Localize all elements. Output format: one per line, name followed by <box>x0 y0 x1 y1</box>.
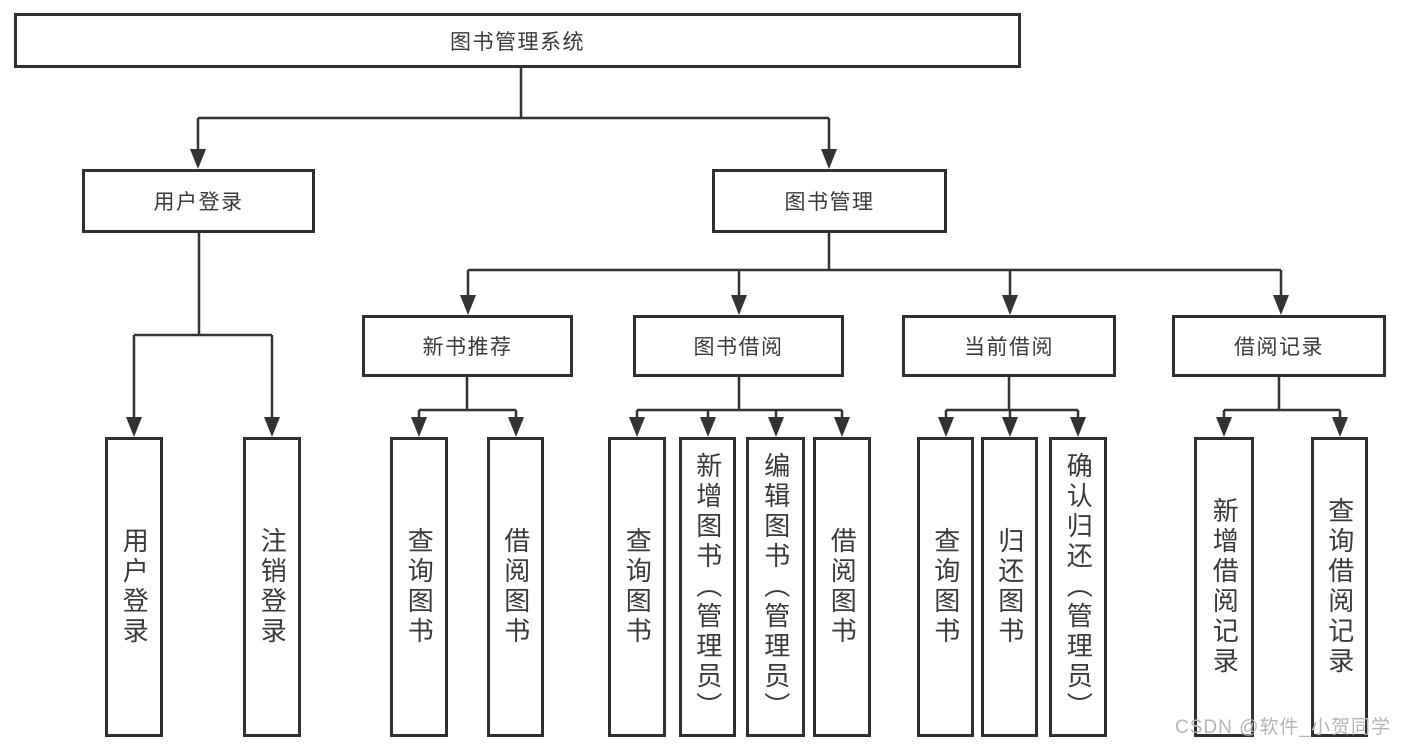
leaf-query-books-current: 查询图书 <box>917 437 974 737</box>
leaf-return-book: 归还图书 <box>981 437 1038 737</box>
connector-borrow-record-children <box>1216 377 1348 437</box>
node-current-borrow: 当前借阅 <box>902 315 1116 377</box>
node-borrow-record: 借阅记录 <box>1172 315 1386 377</box>
connector-root-to-branches <box>190 68 837 169</box>
connector-user-login-children <box>126 233 280 437</box>
connector-new-book-recommend-children <box>411 377 524 437</box>
leaf-query-books-borrow: 查询图书 <box>608 437 666 737</box>
node-new-book-recommend: 新书推荐 <box>362 315 573 377</box>
connector-book-borrow-children <box>629 377 850 437</box>
node-system-root: 图书管理系统 <box>14 13 1021 68</box>
leaf-logout: 注销登录 <box>243 437 301 737</box>
leaf-borrow-books-recommend: 借阅图书 <box>487 437 544 737</box>
node-user-login: 用户登录 <box>82 169 315 233</box>
connector-current-borrow-children <box>938 377 1086 437</box>
node-book-management: 图书管理 <box>712 169 947 233</box>
leaf-borrow-books-borrow: 借阅图书 <box>813 437 871 737</box>
leaf-query-borrow-record: 查询借阅记录 <box>1311 437 1368 737</box>
leaf-user-login: 用户登录 <box>105 437 163 737</box>
leaf-add-book-admin: 新增图书（管理员） <box>679 437 736 737</box>
csdn-watermark: CSDN @软件_小贺同学 <box>1175 717 1391 738</box>
leaf-add-borrow-record: 新增借阅记录 <box>1194 437 1254 737</box>
leaf-edit-book-admin: 编辑图书（管理员） <box>746 437 805 737</box>
node-book-borrow: 图书借阅 <box>633 315 844 377</box>
connector-book-management-children <box>460 233 1289 315</box>
leaf-query-books-recommend: 查询图书 <box>390 437 448 737</box>
leaf-confirm-return-admin: 确认归还（管理员） <box>1049 437 1107 737</box>
